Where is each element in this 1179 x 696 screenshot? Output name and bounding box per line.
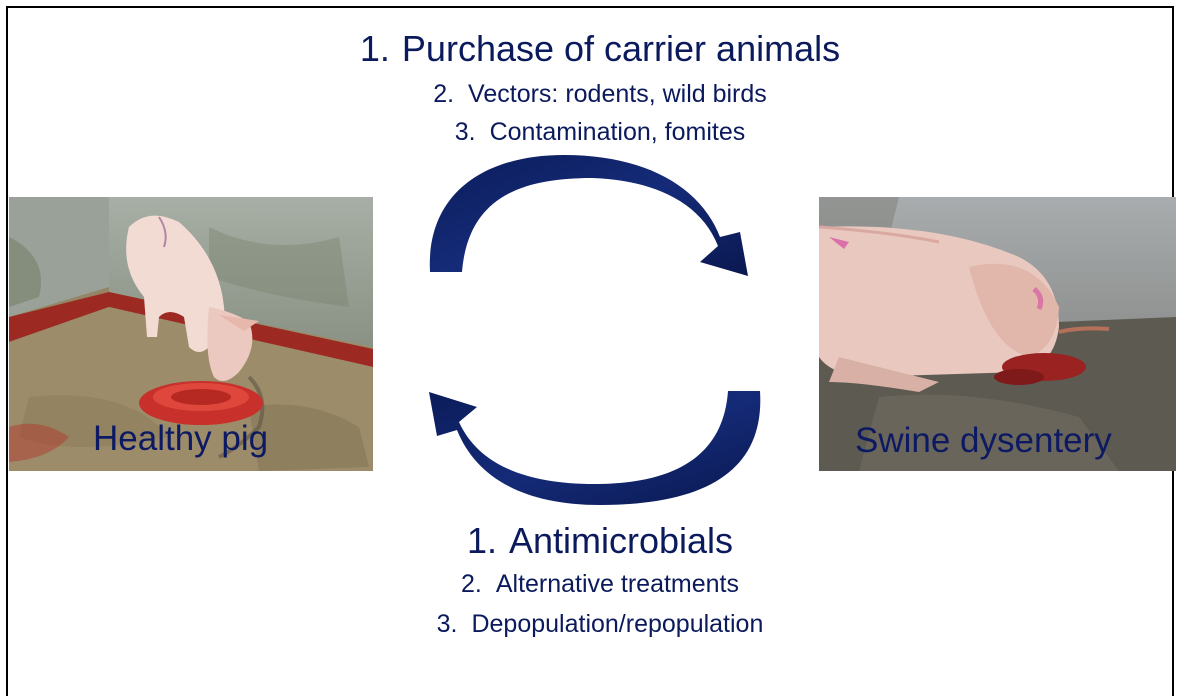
list-text: Alternative treatments [496,570,739,598]
list-text: Antimicrobials [509,520,733,561]
arrow-sick-to-healthy-icon [429,391,760,505]
slide: 1.Purchase of carrier animals 2.Vectors:… [0,0,1179,682]
list-number: 3. [437,610,458,639]
list-number: 1. [467,520,497,562]
list-text: Depopulation/repopulation [471,610,763,638]
list-number: 2. [461,570,482,599]
bottom-list-item-2: 2. Alternative treatments [300,570,900,599]
bottom-list-item-3: 3. Depopulation/repopulation [300,610,900,639]
bottom-list-item-1: 1. Antimicrobials [300,520,900,562]
arrow-healthy-to-sick-icon [430,155,748,276]
